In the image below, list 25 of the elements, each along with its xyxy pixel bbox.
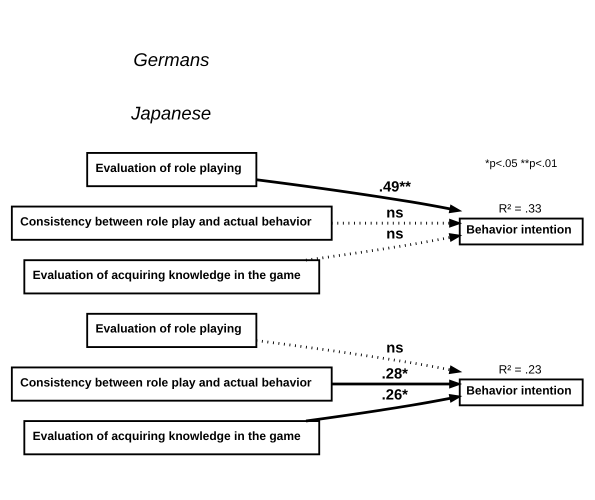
arrow — [306, 394, 462, 422]
edge-label: .28* — [382, 366, 408, 382]
arrow — [332, 380, 462, 389]
arrow — [332, 218, 462, 228]
label: Germans — [133, 49, 210, 70]
arrow — [256, 339, 462, 374]
node-box: Evaluation of acquiring knowledge in the game — [23, 259, 320, 294]
node-box: Behavior intention — [458, 218, 584, 246]
edge-label: ns — [386, 205, 404, 222]
node-box: Evaluation of acquiring knowledge in the game — [23, 420, 320, 456]
node-label: R² = .23 — [498, 362, 542, 376]
arrow — [306, 233, 462, 262]
node-box: Evaluation of role playing — [86, 152, 258, 188]
node-box: Consistency between role play and actual behavior — [10, 206, 333, 241]
node-box: Behavior intention — [458, 378, 584, 406]
edge-label: ns — [386, 226, 404, 243]
node-label: R² = .33 — [498, 201, 542, 216]
edge-label: ns — [386, 340, 404, 356]
label: *p<.05 **p<.01 — [485, 158, 558, 170]
label: Japanese — [131, 102, 212, 124]
arrow — [256, 178, 462, 214]
node-box: Consistency between role play and actual behavior — [10, 366, 333, 402]
edge-label: .49** — [378, 180, 411, 196]
node-box: Evaluation of role playing — [86, 312, 258, 348]
edge-label: .26* — [382, 388, 408, 404]
